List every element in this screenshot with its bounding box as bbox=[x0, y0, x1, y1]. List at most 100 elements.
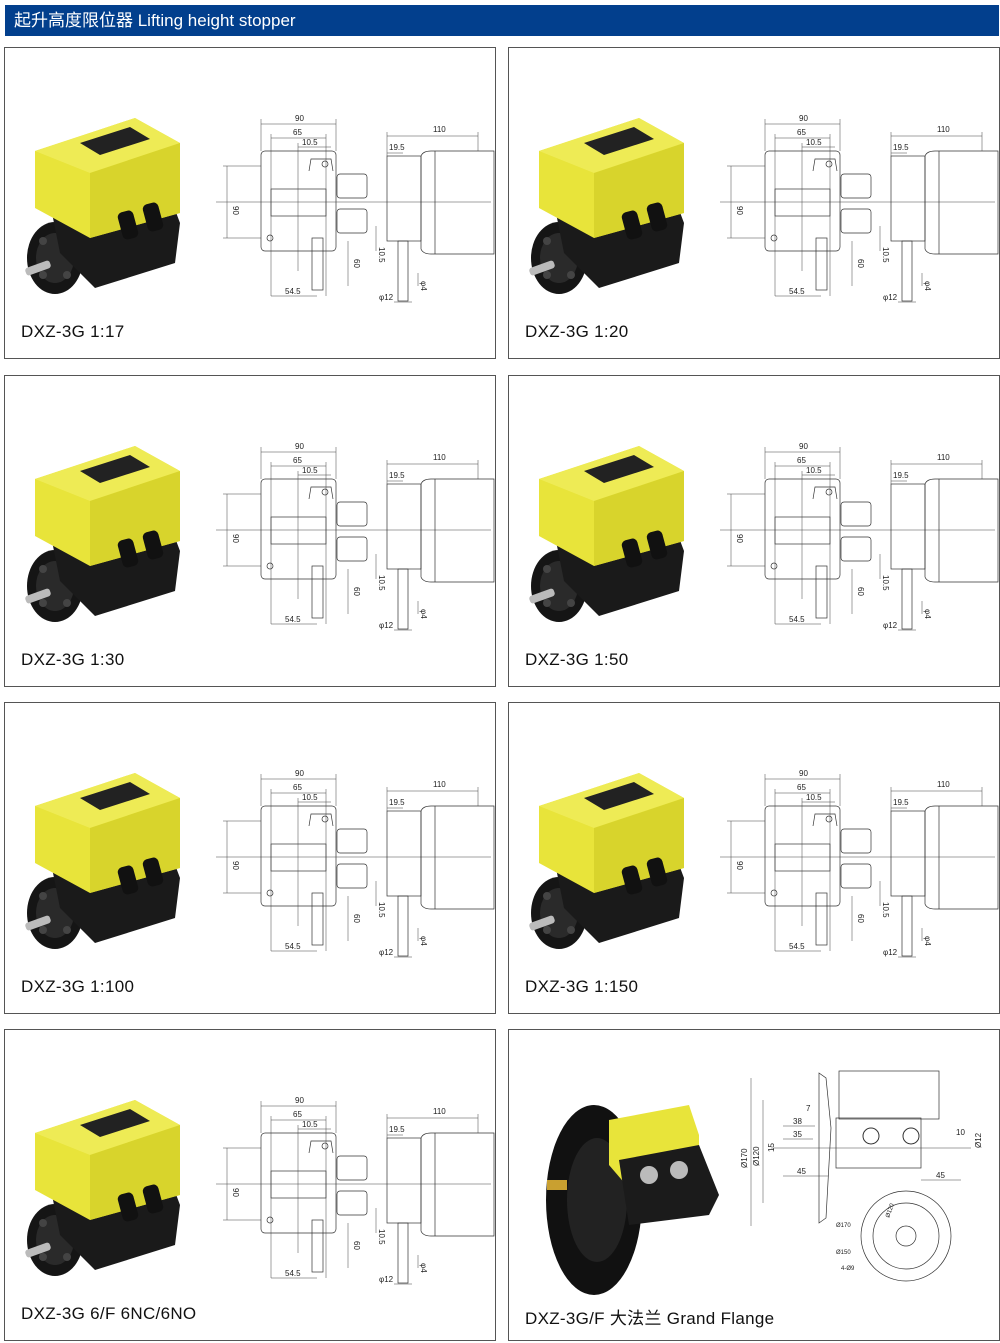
dim-d170: Ø170 bbox=[740, 1148, 749, 1168]
dim-phi4: φ4 bbox=[923, 281, 932, 291]
dim-19-5: 19.5 bbox=[893, 143, 909, 152]
product-photo bbox=[25, 118, 180, 294]
dim-54-5: 54.5 bbox=[789, 942, 805, 951]
dim-19-5: 19.5 bbox=[389, 471, 405, 480]
dim-bottom-d170: Ø170 bbox=[836, 1223, 851, 1229]
product-card: 90 65 10.5 90 60 54.5 110 19.5 10.5 φ12 … bbox=[4, 702, 496, 1014]
product-card: 90 65 10.5 90 60 54.5 110 19.5 10.5 φ12 … bbox=[508, 375, 1000, 687]
dim-90-vertical: 90 bbox=[735, 861, 744, 870]
dim-10: 10 bbox=[956, 1128, 965, 1137]
dim-90: 90 bbox=[799, 769, 808, 778]
dim-phi12: φ12 bbox=[379, 1275, 394, 1284]
dim-45-left: 45 bbox=[797, 1167, 806, 1176]
dim-60: 60 bbox=[856, 259, 865, 268]
dim-19-5: 19.5 bbox=[389, 798, 405, 807]
dim-10-5-vertical: 10.5 bbox=[377, 902, 386, 918]
dim-60: 60 bbox=[352, 259, 361, 268]
product-model-label: DXZ-3G 1:100 bbox=[21, 977, 135, 996]
dim-38: 38 bbox=[793, 1117, 802, 1126]
dim-110: 110 bbox=[937, 453, 950, 462]
dim-19-5: 19.5 bbox=[389, 1125, 405, 1134]
dim-90: 90 bbox=[295, 114, 304, 123]
dim-10-5-vertical: 10.5 bbox=[377, 247, 386, 263]
product-card: 90 65 10.5 90 60 54.5 110 19.5 10.5 φ12 … bbox=[4, 375, 496, 687]
dim-54-5: 54.5 bbox=[285, 942, 301, 951]
section-header: 起升高度限位器 Lifting height stopper bbox=[5, 5, 999, 36]
dim-60: 60 bbox=[352, 1241, 361, 1250]
dim-60: 60 bbox=[352, 587, 361, 596]
dim-110: 110 bbox=[937, 780, 950, 789]
product-model-label: DXZ-3G/F 大法兰 Grand Flange bbox=[525, 1309, 775, 1328]
dim-10-5: 10.5 bbox=[806, 138, 822, 147]
dim-phi12: φ12 bbox=[379, 293, 394, 302]
dim-90: 90 bbox=[799, 114, 808, 123]
dim-65: 65 bbox=[293, 456, 302, 465]
flange-dimension-drawing: Ø170 Ø120 7 38 35 15 45 10 Ø12 45 Ø170 Ø… bbox=[740, 1070, 983, 1282]
dim-phi4: φ4 bbox=[419, 936, 428, 946]
dim-110: 110 bbox=[433, 125, 446, 134]
dimension-drawing: 90 65 10.5 90 60 54.5 110 19.5 10.5 φ12 … bbox=[216, 114, 495, 303]
dim-54-5: 54.5 bbox=[285, 1269, 301, 1278]
product-model-label: DXZ-3G 1:50 bbox=[525, 650, 629, 669]
product-model-label: DXZ-3G 1:17 bbox=[21, 322, 125, 341]
dim-10-5-vertical: 10.5 bbox=[881, 247, 890, 263]
dim-65: 65 bbox=[293, 1110, 302, 1119]
dim-phi12: φ12 bbox=[883, 948, 898, 957]
dim-65: 65 bbox=[293, 783, 302, 792]
dim-10-5-vertical: 10.5 bbox=[377, 575, 386, 591]
product-model-label: DXZ-3G 1:20 bbox=[525, 322, 629, 341]
dim-65: 65 bbox=[797, 783, 806, 792]
dim-45-right: 45 bbox=[936, 1171, 945, 1180]
dim-90-vertical: 90 bbox=[231, 861, 240, 870]
dim-10-5: 10.5 bbox=[806, 466, 822, 475]
dim-65: 65 bbox=[797, 128, 806, 137]
dim-10-5: 10.5 bbox=[302, 793, 318, 802]
dim-phi4: φ4 bbox=[419, 609, 428, 619]
dim-65: 65 bbox=[293, 128, 302, 137]
dim-19-5: 19.5 bbox=[389, 143, 405, 152]
dim-10-5-vertical: 10.5 bbox=[881, 902, 890, 918]
dim-54-5: 54.5 bbox=[285, 287, 301, 296]
dim-phi4: φ4 bbox=[419, 1263, 428, 1273]
dim-19-5: 19.5 bbox=[893, 798, 909, 807]
dimension-drawing: 90 65 10.5 90 60 54.5 110 19.5 10.5 φ12 … bbox=[216, 769, 495, 958]
dim-65: 65 bbox=[797, 456, 806, 465]
dim-110: 110 bbox=[433, 1107, 446, 1116]
dim-10-5: 10.5 bbox=[806, 793, 822, 802]
dim-54-5: 54.5 bbox=[789, 615, 805, 624]
dim-phi4: φ4 bbox=[923, 609, 932, 619]
dim-54-5: 54.5 bbox=[285, 615, 301, 624]
dim-7: 7 bbox=[806, 1104, 811, 1113]
product-photo bbox=[25, 446, 180, 622]
dim-110: 110 bbox=[433, 453, 446, 462]
dim-110: 110 bbox=[433, 780, 446, 789]
dim-54-5: 54.5 bbox=[789, 287, 805, 296]
product-model-label: DXZ-3G 1:150 bbox=[525, 977, 639, 996]
dim-35: 35 bbox=[793, 1130, 802, 1139]
dim-phi12: φ12 bbox=[379, 621, 394, 630]
product-photo bbox=[25, 773, 180, 949]
product-card: 90 65 10.5 90 60 54.5 110 19.5 10.5 φ12 … bbox=[508, 702, 1000, 1014]
dim-60: 60 bbox=[856, 587, 865, 596]
dim-10-5: 10.5 bbox=[302, 138, 318, 147]
dim-90-vertical: 90 bbox=[231, 1188, 240, 1197]
dim-90-vertical: 90 bbox=[735, 534, 744, 543]
product-photo bbox=[529, 446, 684, 622]
product-photo bbox=[529, 773, 684, 949]
dim-60: 60 bbox=[352, 914, 361, 923]
dimension-drawing: 90 65 10.5 90 60 54.5 110 19.5 10.5 φ12 … bbox=[720, 114, 999, 303]
dimension-drawing: 90 65 10.5 90 60 54.5 110 19.5 10.5 φ12 … bbox=[720, 442, 999, 631]
product-model-label: DXZ-3G 6/F 6NC/6NO bbox=[21, 1304, 197, 1323]
dim-d12: Ø12 bbox=[974, 1132, 983, 1148]
dim-phi12: φ12 bbox=[379, 948, 394, 957]
dim-90: 90 bbox=[799, 442, 808, 451]
dim-d120: Ø120 bbox=[752, 1146, 761, 1166]
product-card: 90 65 10.5 90 60 54.5 110 19.5 10.5 φ12 … bbox=[4, 1029, 496, 1341]
dim-phi12: φ12 bbox=[883, 293, 898, 302]
product-card: 90 65 10.5 90 60 54.5 110 19.5 10.5 φ12 … bbox=[4, 47, 496, 359]
dim-bottom-d150: Ø150 bbox=[836, 1250, 851, 1256]
dim-bottom-d120: Ø120 bbox=[885, 1202, 896, 1218]
dimension-drawing: 90 65 10.5 90 60 54.5 110 19.5 10.5 φ12 … bbox=[720, 769, 999, 958]
dim-10-5-vertical: 10.5 bbox=[377, 1229, 386, 1245]
